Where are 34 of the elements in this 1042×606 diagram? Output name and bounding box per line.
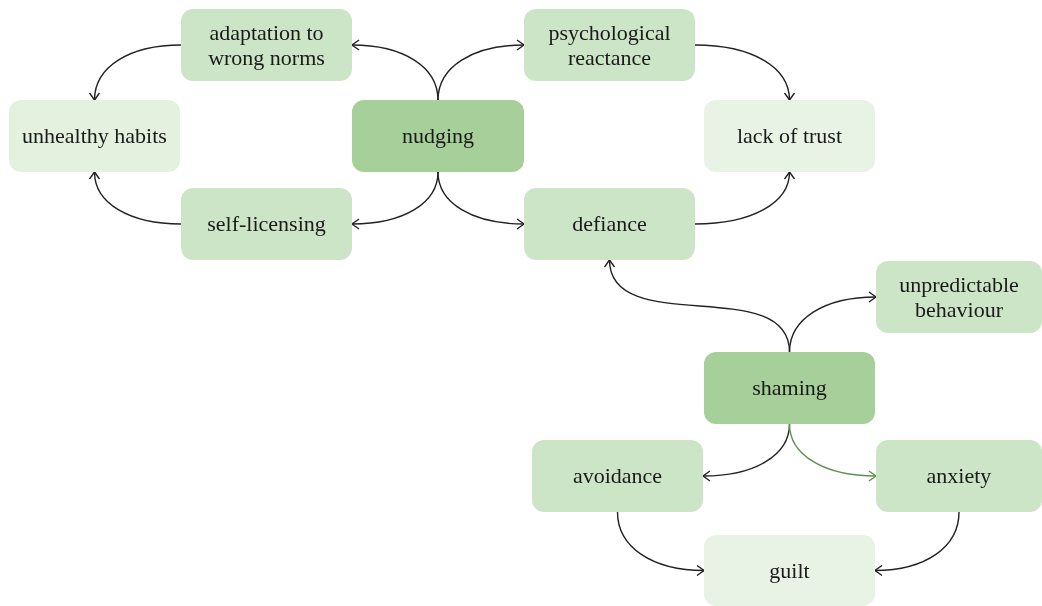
arrow <box>89 44 182 101</box>
node-label: anxiety <box>926 463 992 489</box>
rounded-box <box>704 535 875 606</box>
node-label: nudging <box>401 123 475 149</box>
rounded-box <box>9 100 180 172</box>
node-label: defiance <box>572 211 647 237</box>
arrow <box>788 291 877 353</box>
node-label: guilt <box>769 557 810 584</box>
node-label: shaming <box>752 375 827 401</box>
arrow <box>437 171 525 230</box>
rounded-box <box>876 261 1042 333</box>
node-label: self-licensing <box>207 211 326 237</box>
rounded-box <box>181 9 352 81</box>
arrow <box>694 44 795 101</box>
rounded-box <box>352 100 524 172</box>
rounded-box <box>876 440 1042 512</box>
rounded-box <box>532 440 703 512</box>
node-label: unpredictable behaviour <box>898 271 1020 323</box>
node-label: unhealthy habits <box>22 123 167 149</box>
arrow <box>874 511 960 576</box>
node-label: lack of trust <box>736 123 843 149</box>
rounded-box <box>524 9 695 81</box>
node-label: adaptation to wrong norms <box>207 19 326 71</box>
rounded-box <box>704 100 875 172</box>
rounded-box <box>524 188 695 260</box>
arrow <box>694 171 795 225</box>
arrow <box>788 423 877 482</box>
node-label: avoidance <box>572 463 663 489</box>
arrow <box>89 171 182 225</box>
node-label: psychological reactance <box>547 19 672 71</box>
arrow <box>616 511 705 576</box>
rounded-box <box>181 188 352 260</box>
arrow <box>437 39 525 101</box>
rounded-box <box>704 352 875 424</box>
